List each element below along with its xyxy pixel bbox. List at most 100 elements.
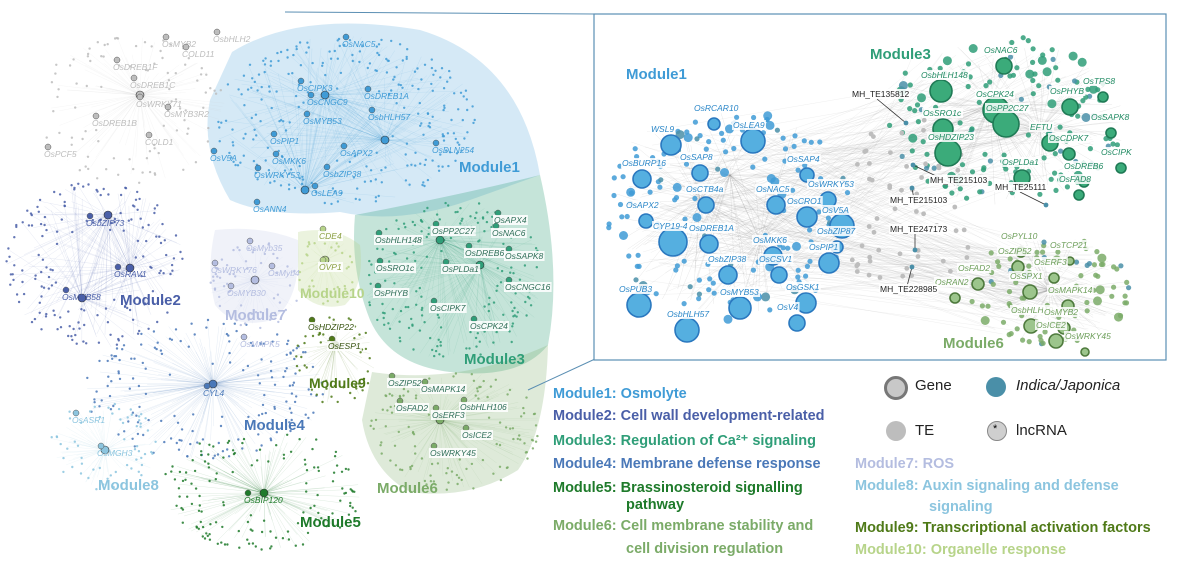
gene-label: OsbZIP38 (708, 254, 747, 264)
node-dot (474, 336, 478, 340)
module-label-m10: Module10 (300, 285, 365, 301)
gene-node (253, 198, 261, 206)
node-dot (474, 216, 477, 220)
edge (202, 383, 214, 415)
gene-label: OsPLDa1 (1002, 157, 1039, 167)
edge (439, 239, 535, 277)
node-dot (264, 159, 267, 162)
node-dot (112, 404, 115, 408)
edge (294, 55, 386, 141)
gene-node (929, 79, 953, 103)
edge (646, 76, 971, 132)
node-dot (296, 344, 299, 347)
node-dot (256, 178, 259, 181)
node-dot (1006, 289, 1013, 295)
edge (734, 127, 1028, 182)
edge (398, 419, 441, 422)
edge (84, 69, 141, 96)
node-dot (295, 364, 299, 368)
gene-label-bg (1009, 271, 1044, 281)
edge (95, 85, 141, 96)
gene-label-bg (816, 226, 857, 236)
node-dot (502, 313, 505, 316)
node-dot (254, 311, 258, 314)
edge (195, 351, 214, 385)
edge (139, 94, 184, 133)
node-dot (1049, 47, 1055, 53)
edge (749, 225, 997, 285)
node-dot (409, 465, 412, 469)
edge (699, 180, 765, 201)
node-dot (43, 223, 46, 227)
gene-node (323, 163, 331, 171)
node-dot (420, 78, 423, 81)
edge (89, 94, 141, 114)
node-dot (427, 124, 430, 128)
node-dot (118, 358, 121, 362)
node-dot (1052, 151, 1058, 157)
edge (266, 94, 326, 129)
edge (311, 344, 336, 382)
edge (439, 239, 451, 352)
edge (759, 189, 767, 241)
node-dot (47, 275, 51, 279)
edge (200, 492, 265, 536)
node-dot (269, 360, 273, 363)
edge (81, 287, 130, 299)
edge (324, 78, 453, 96)
edge (324, 94, 416, 150)
gene-label: OsDREB1A (689, 223, 734, 233)
edge (734, 251, 1086, 260)
node-dot (244, 260, 248, 263)
node-dot (264, 57, 267, 60)
edge (785, 273, 1029, 283)
edge (759, 199, 828, 241)
te-node (952, 204, 958, 210)
node-dot (310, 181, 313, 185)
node-dot (439, 76, 442, 79)
node-dot (439, 340, 442, 344)
edge (108, 236, 131, 269)
edge (647, 92, 1011, 164)
edge (766, 140, 1054, 292)
node-dot (347, 513, 351, 516)
gene-node (1062, 147, 1076, 161)
node-dot (228, 340, 231, 343)
edge (22, 222, 83, 299)
node-dot (15, 293, 19, 296)
edge (707, 126, 761, 241)
edge (479, 264, 494, 330)
node-dot (432, 73, 435, 77)
node-dot (423, 479, 427, 483)
gene-label: OsPP2C27 (986, 103, 1029, 113)
node-dot (356, 187, 359, 190)
edge (439, 419, 453, 469)
node-dot (399, 468, 402, 471)
edge (439, 239, 460, 283)
edge (665, 64, 1008, 274)
node-dot (399, 83, 402, 87)
node-dot (239, 304, 243, 307)
edge (439, 419, 469, 450)
node-dot (490, 225, 493, 229)
node-dot (330, 202, 333, 206)
node-dot (1095, 285, 1105, 295)
node-dot (186, 132, 189, 135)
edge (212, 383, 238, 457)
edge (254, 279, 259, 318)
edge (30, 214, 109, 314)
node-dot (200, 510, 203, 513)
node-dot (482, 379, 485, 383)
node-dot (139, 217, 142, 220)
edge (167, 383, 214, 430)
edge (201, 492, 265, 528)
node-dot (253, 128, 256, 131)
edge (236, 245, 256, 281)
node-dot (169, 437, 173, 440)
gene-label: OsICE2 (462, 430, 492, 440)
node-dot (395, 219, 398, 222)
node-dot (228, 151, 231, 155)
node-dot (260, 530, 264, 534)
node-dot (347, 265, 350, 269)
